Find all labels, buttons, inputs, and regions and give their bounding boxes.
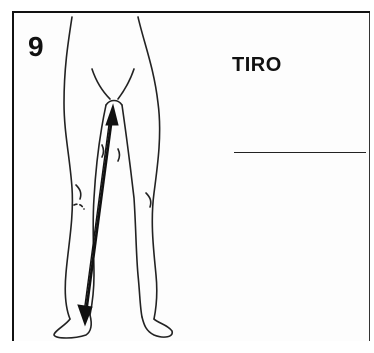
- left-knee-mark: [76, 185, 81, 199]
- groin-line-left: [92, 69, 110, 99]
- right-leg-outer-contour: [138, 17, 160, 319]
- crotch-curve: [106, 101, 122, 106]
- measurement-arrow: [78, 105, 118, 325]
- left-leg-outer-contour: [64, 17, 72, 319]
- legs-illustration: [14, 13, 370, 341]
- measurement-title: TIRO: [232, 55, 282, 75]
- groin-line-right: [118, 69, 134, 99]
- thigh-mark-1: [102, 145, 104, 157]
- right-knee-mark: [146, 193, 151, 207]
- left-knee-mark-2: [74, 204, 84, 209]
- arrowhead-top: [106, 105, 118, 125]
- step-number: 9: [28, 33, 44, 61]
- thigh-mark-2: [118, 149, 120, 161]
- card-right-edge: [369, 13, 371, 341]
- right-foot: [142, 317, 172, 337]
- exercise-card: 9 TIRO: [12, 11, 370, 341]
- right-leg-inner-contour: [122, 105, 142, 317]
- answer-blank-line[interactable]: [234, 152, 366, 153]
